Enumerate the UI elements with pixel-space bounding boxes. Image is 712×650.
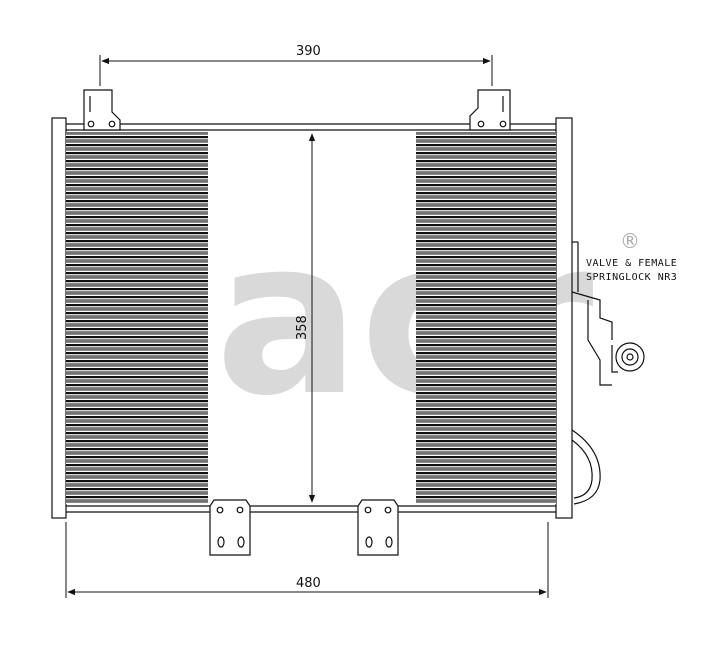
bottom-left-bracket <box>209 499 251 556</box>
dimension-lines <box>65 55 549 598</box>
bottom-width-label: 480 <box>296 576 321 591</box>
top-left-bracket <box>83 89 121 131</box>
valve-note-line2: SPRINGLOCK NR3 <box>586 272 677 283</box>
registered-mark: ® <box>620 229 640 253</box>
top-width-label: 390 <box>296 44 321 59</box>
top-right-bracket <box>469 89 511 131</box>
right-fin-block <box>416 132 556 504</box>
valve-note-line1: VALVE & FEMALE <box>586 258 677 269</box>
pipe-fittings <box>571 241 645 505</box>
left-fin-block <box>66 132 208 504</box>
height-label: 358 <box>295 315 310 340</box>
bottom-right-bracket <box>357 499 399 556</box>
left-side-tank <box>51 117 67 519</box>
